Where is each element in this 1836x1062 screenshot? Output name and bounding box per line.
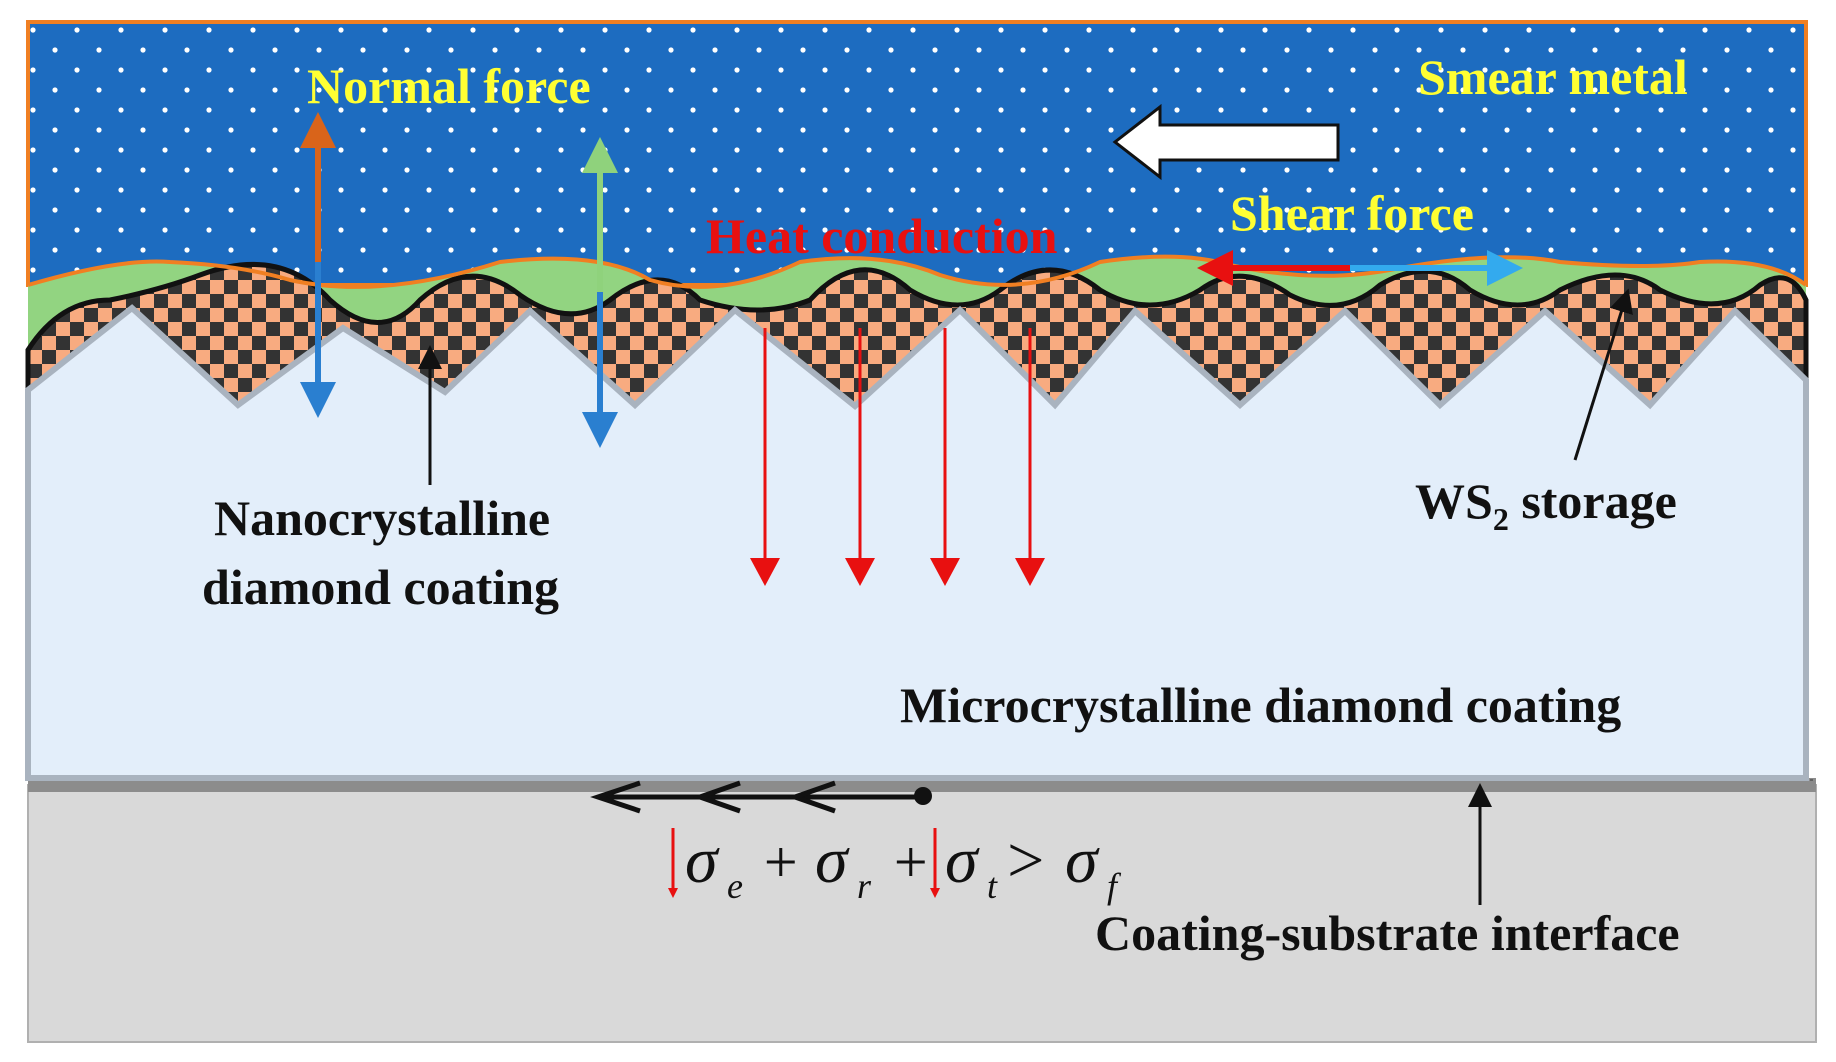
ws2-pointer-line — [1573, 288, 1633, 461]
sub-r: r — [857, 866, 872, 906]
nanocrystalline-label-line2: diamond coating — [202, 559, 559, 615]
sigma-t: σ — [945, 824, 980, 897]
sub-t: t — [987, 866, 998, 906]
microcrystalline-layer — [25, 304, 1809, 781]
ws2-storage-label: WS2 storage — [1415, 473, 1677, 537]
coating-substrate-interface-strip — [28, 778, 1816, 792]
heat-conduction-label: Heat conduction — [706, 208, 1058, 264]
crack-chevron-3 — [787, 780, 836, 814]
shear-force-label: Shear force — [1230, 185, 1474, 241]
sigma-r: σ — [815, 824, 850, 897]
sub-e: e — [727, 866, 743, 906]
crack-chevron-2 — [692, 780, 741, 814]
normal-force-label: Normal force — [307, 58, 591, 114]
plus-2: + — [890, 829, 931, 895]
plus-1: + — [760, 829, 801, 895]
nanocrystalline-label-line1: Nanocrystalline — [214, 490, 550, 546]
crack-chevron-1 — [590, 780, 641, 814]
microcrystalline-label: Microcrystalline diamond coating — [900, 677, 1621, 733]
sigma-e: σ — [685, 824, 720, 897]
ws2-main: WS — [1415, 473, 1493, 529]
smear-metal-bottom-edge — [27, 254, 1808, 289]
smear-metal-label: Smear metal — [1418, 49, 1688, 105]
sliding-direction-arrow — [1112, 103, 1340, 181]
ws2-rest: storage — [1509, 473, 1677, 529]
greater-than: > — [1003, 824, 1048, 897]
stress-formula: σ e + σ r + σ t > σ f — [668, 824, 1122, 906]
sigma-f: σ — [1065, 824, 1100, 897]
ws2-subscript: 2 — [1493, 501, 1509, 537]
interface-label: Coating-substrate interface — [1095, 905, 1680, 961]
substrate — [27, 784, 1817, 1043]
